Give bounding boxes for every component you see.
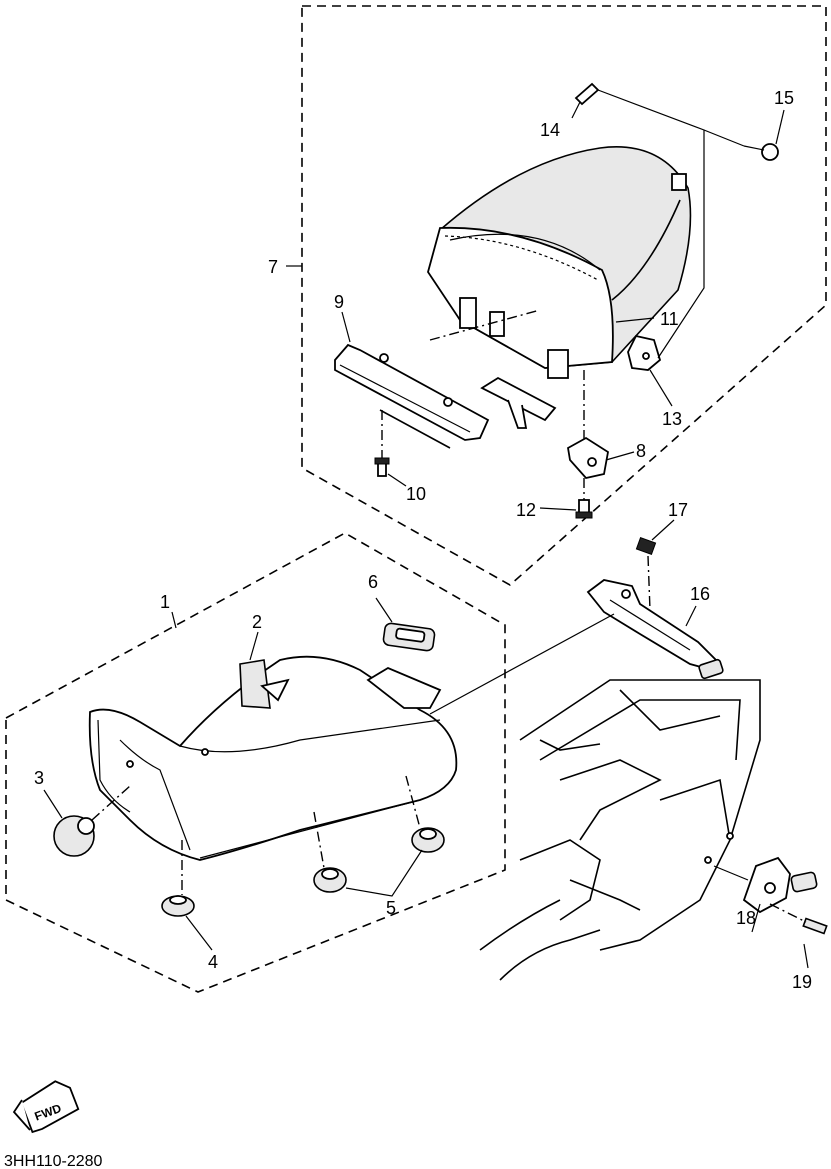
fwd-arrow-icon: FWD (12, 1080, 80, 1134)
leader-14-15 (597, 89, 705, 359)
leader-lines (43, 101, 809, 969)
callout-1: 1 (160, 592, 170, 612)
damper-5a (313, 811, 347, 893)
bolt-17 (635, 536, 657, 611)
callout-8: 8 (636, 441, 646, 461)
callout-15: 15 (774, 88, 794, 108)
main-seat (88, 655, 458, 861)
damper-3 (53, 785, 131, 857)
callout-17: 17 (668, 500, 688, 520)
bolt-12 (575, 478, 593, 519)
bolt-15 (743, 143, 779, 161)
callout-9: 9 (334, 292, 344, 312)
bolt-10 (374, 410, 390, 477)
rear-seat (427, 146, 692, 379)
seat-plate (480, 376, 557, 429)
screw-14 (574, 82, 600, 106)
callout-11: 11 (660, 309, 679, 329)
callout-16: 16 (690, 584, 710, 604)
damper-5b (405, 775, 445, 853)
bracket-13 (627, 334, 662, 371)
screw-19 (769, 903, 828, 935)
callout-12: 12 (516, 500, 536, 520)
callout-3: 3 (34, 768, 44, 788)
callout-19: 19 (792, 972, 812, 992)
diagram-code: 3HH110-2280 (4, 1153, 103, 1169)
callout-18: 18 (736, 908, 756, 928)
seat-tab-2 (239, 659, 290, 709)
seat-bracket-9 (334, 343, 490, 449)
callout-13: 13 (662, 409, 682, 429)
lock-18 (713, 856, 818, 914)
callout-5: 5 (386, 898, 396, 918)
seat-lock-16 (586, 579, 724, 680)
callout-4: 4 (208, 952, 218, 972)
callout-6: 6 (368, 572, 378, 592)
seat-hook-6 (366, 622, 442, 709)
frame (479, 679, 761, 981)
callout-7: 7 (268, 257, 278, 277)
callout-10: 10 (406, 484, 426, 504)
group-7-boundary (301, 5, 827, 586)
damper-4 (161, 840, 195, 917)
callout-14: 14 (540, 120, 560, 140)
callout-2: 2 (252, 612, 262, 632)
group-1-boundary (5, 532, 506, 993)
bracket-8 (567, 370, 609, 479)
